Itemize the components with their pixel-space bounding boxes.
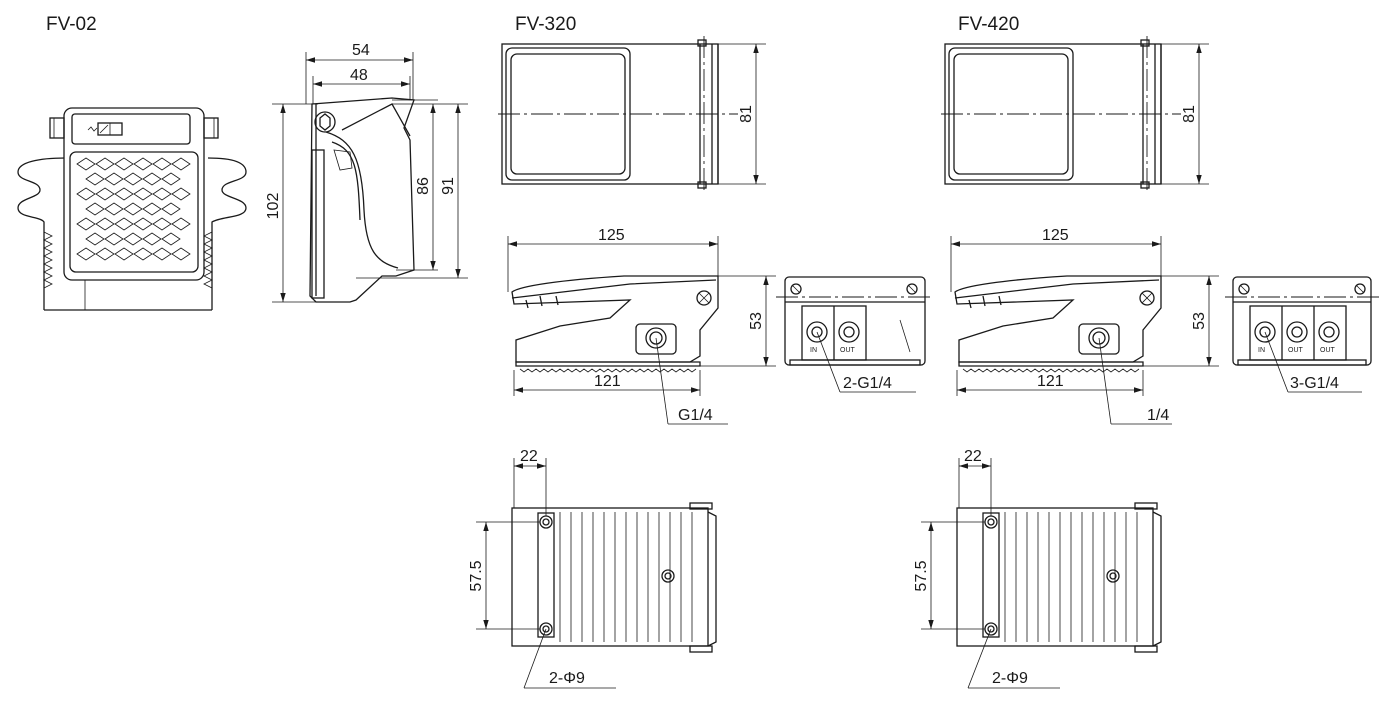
fv320-port-label: G1/4	[678, 407, 713, 424]
fv420-holes-label: 2-Φ9	[992, 670, 1028, 687]
fv320-ports-label: 2-G1/4	[843, 375, 892, 392]
fv02-dim-91: 91	[440, 177, 457, 195]
fv320-out-label: OUT	[840, 347, 856, 354]
fv320-dim-81: 81	[738, 105, 755, 123]
fv320-dim-121: 121	[594, 373, 621, 390]
fv420-dim-53: 53	[1191, 312, 1208, 330]
fv420-title: FV-420	[958, 14, 1019, 35]
fv02-side-view	[309, 97, 415, 303]
fv02-dim-48: 48	[350, 67, 368, 84]
fv02-dimensions: 54 48 102 86 91	[265, 42, 468, 303]
fv320-in-label: IN	[810, 347, 817, 354]
fv420-dim-81: 81	[1181, 105, 1198, 123]
fv420-dim-22: 22	[964, 448, 982, 465]
fv420-out2-label: OUT	[1320, 347, 1336, 354]
fv320-title: FV-320	[515, 14, 576, 35]
fv320-dim-22: 22	[520, 448, 538, 465]
fv320-dim-53: 53	[748, 312, 765, 330]
fv320-dim-125: 125	[598, 227, 625, 244]
fv420-out1-label: OUT	[1288, 347, 1304, 354]
fv420-in-label: IN	[1258, 347, 1265, 354]
fv420-ports-label: 3-G1/4	[1290, 375, 1339, 392]
fv420-end-view: IN OUT OUT 3-G1/4	[1225, 276, 1380, 393]
fv420-dim-57-5: 57.5	[913, 560, 930, 591]
fv420-dim-125: 125	[1042, 227, 1069, 244]
fv320-end-view: IN OUT 2-G1/4	[776, 276, 932, 393]
fv320-dim-57-5: 57.5	[468, 560, 485, 591]
fv420-dim-121: 121	[1037, 373, 1064, 390]
fv420-bottom-view: 22 57.5 2-Φ9	[913, 448, 1162, 689]
fv320-holes-label: 2-Φ9	[549, 670, 585, 687]
fv02-dim-54: 54	[352, 42, 370, 59]
fv02-title: FV-02	[46, 14, 97, 35]
fv02-front-view	[17, 107, 247, 311]
fv02-dim-86: 86	[415, 177, 432, 195]
fv320-bottom-view: 22 57.5 2-Φ9	[468, 448, 717, 689]
fv420-top-view: 81	[941, 36, 1209, 194]
fv320-top-view: 81	[498, 36, 766, 194]
fv420-port-label: 1/4	[1147, 407, 1169, 424]
fv420-side-view: 125 53 121 1/4	[950, 227, 1219, 425]
fv320-side-view: 125 53 121 G1/4	[507, 227, 776, 425]
fv02-dim-102: 102	[265, 193, 282, 220]
